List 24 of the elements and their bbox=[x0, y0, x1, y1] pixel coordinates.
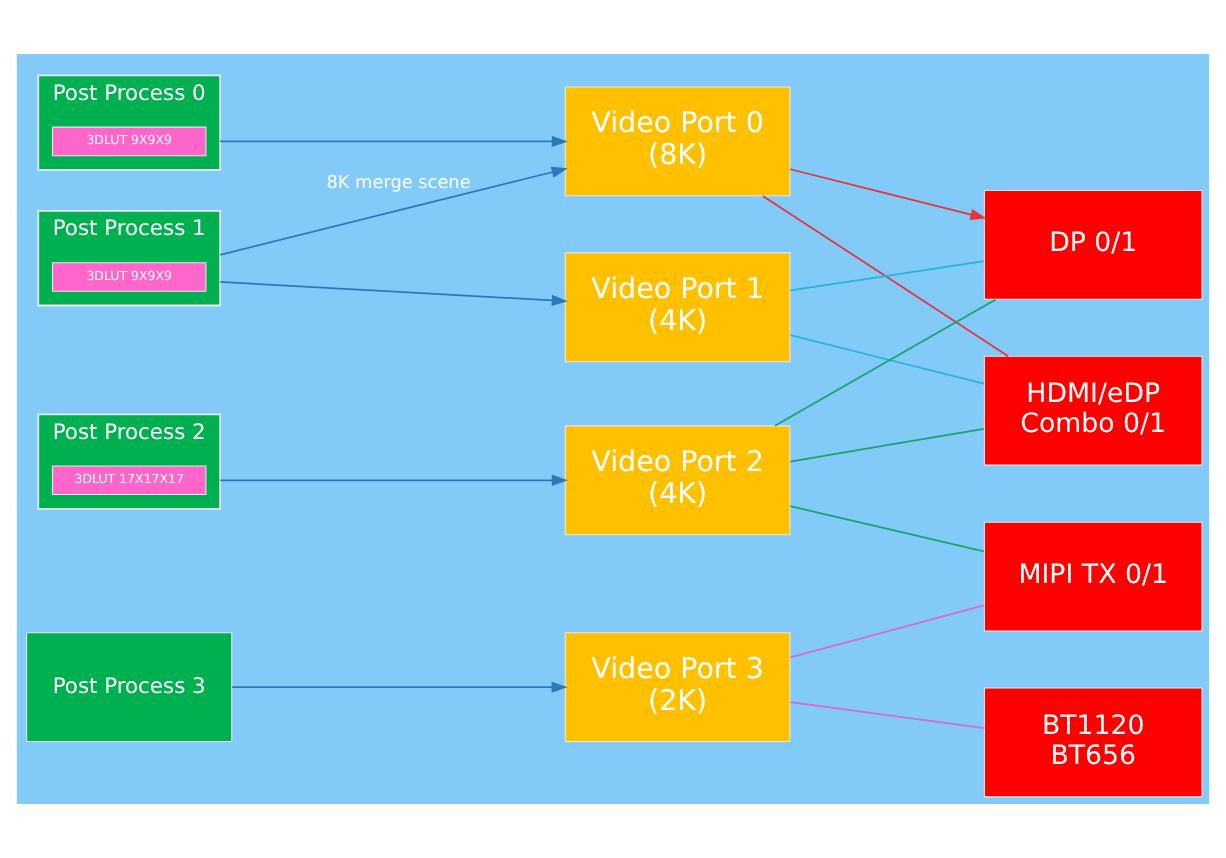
node-box: HDMI/eDP Combo 0/1 bbox=[983, 355, 1203, 466]
connector bbox=[761, 195, 1010, 358]
connector bbox=[789, 334, 985, 385]
arrow bbox=[219, 474, 568, 486]
connector bbox=[789, 260, 985, 292]
arrow bbox=[219, 135, 568, 148]
node-box: Video Port 3 (2K) bbox=[564, 632, 791, 743]
node-box: Post Process 3 bbox=[26, 632, 233, 743]
connector bbox=[789, 701, 985, 729]
node-box: Video Port 1 (4K) bbox=[564, 252, 791, 363]
arrow bbox=[231, 681, 568, 693]
connector bbox=[789, 428, 985, 463]
connector bbox=[774, 298, 997, 427]
connector bbox=[789, 505, 985, 553]
arrow bbox=[219, 166, 568, 256]
node-box: Video Port 0 (8K) bbox=[564, 86, 791, 197]
node-box: Video Port 2 (4K) bbox=[564, 425, 791, 536]
arrow bbox=[219, 281, 568, 306]
node-box: DP 0/1 bbox=[983, 189, 1203, 300]
node-box: BT1120 BT656 bbox=[983, 687, 1203, 798]
edge-label: 8K merge scene bbox=[326, 173, 471, 194]
arrow bbox=[789, 168, 987, 221]
node-box: MIPI TX 0/1 bbox=[983, 521, 1203, 632]
connector bbox=[789, 604, 985, 659]
